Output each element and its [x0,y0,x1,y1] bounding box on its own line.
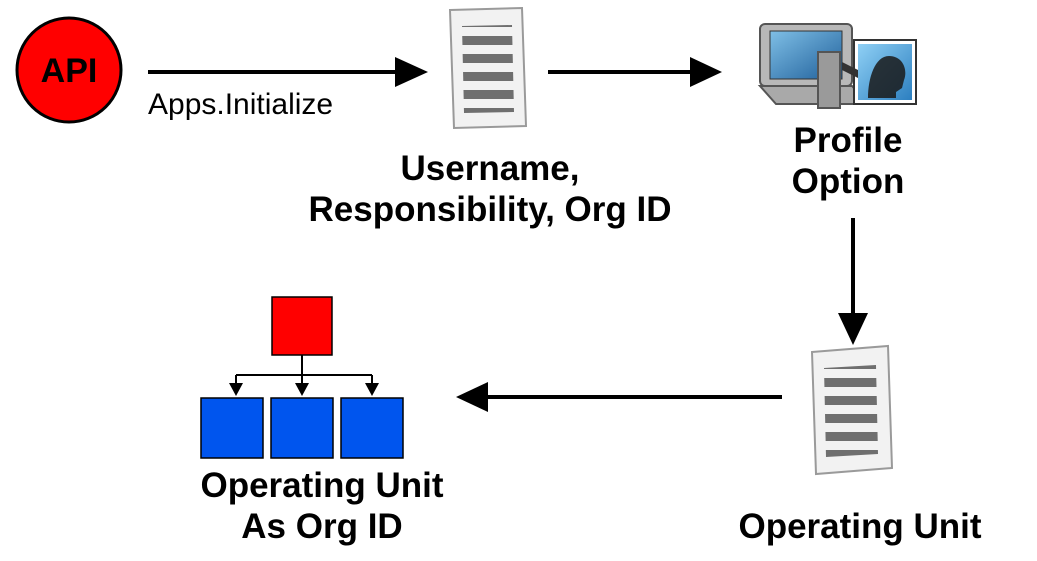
api-node: API [15,16,123,124]
org-hierarchy-line2: As Org ID [241,507,403,547]
profile-option-label: Profile Option [748,120,948,203]
apps-initialize-label: Apps.Initialize [148,88,334,121]
context-label-line1: Username, [400,149,580,188]
org-hierarchy-label: Operating Unit As Org ID [152,465,492,548]
org-hierarchy-line1: Operating Unit [200,466,444,505]
operating-unit-document-icon [810,344,894,476]
profile-option-line2: Option [791,162,905,202]
child-org-box-2 [270,397,334,459]
document-icon [448,6,528,130]
api-label: API [41,52,98,90]
arrow-context-to-profile [548,57,722,87]
context-label-line2: Responsibility, Org ID [308,190,672,230]
context-label: Username, Responsibility, Org ID [240,148,740,231]
arrow-profile-to-ou [838,218,868,345]
arrow-api-to-context [148,57,428,87]
api-circle [15,16,123,124]
org-hierarchy-icon [200,296,404,459]
computer-profile-icon [757,23,917,109]
operating-unit-label: Operating Unit [738,507,982,546]
child-org-box-1 [200,397,264,459]
arrow-ou-to-hierarchy [456,382,782,412]
profile-option-line1: Profile [793,121,903,160]
parent-org-box [271,296,333,356]
child-org-box-3 [340,397,404,459]
